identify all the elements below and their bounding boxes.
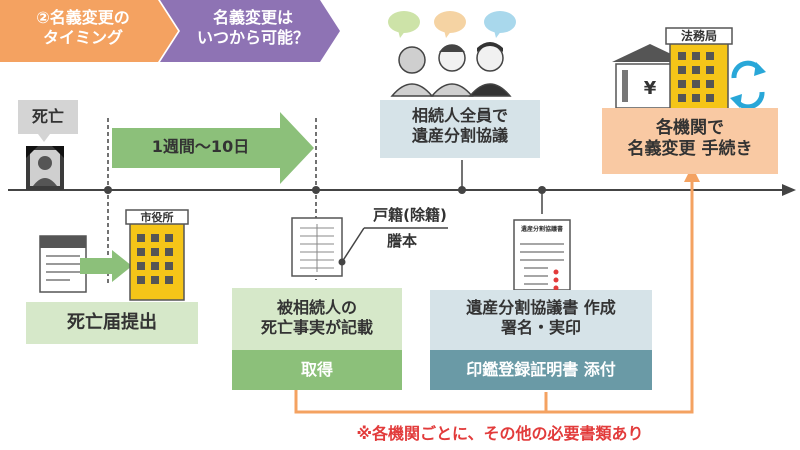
header-tabs bbox=[0, 0, 340, 62]
speech-bubble-1 bbox=[388, 11, 420, 33]
register-callout bbox=[341, 227, 365, 263]
seal-cert-box: 印鑑登録証明書 添付 bbox=[430, 350, 652, 390]
portrait-ribbon-right bbox=[52, 146, 64, 158]
death-label-pointer bbox=[38, 134, 50, 142]
tab-when-line2: いつから可能？ bbox=[196, 28, 309, 47]
death-label-box bbox=[18, 100, 78, 134]
register-label: 戸籍(除籍) bbox=[362, 206, 458, 225]
register-label-2: 謄本 bbox=[372, 232, 432, 251]
process-path bbox=[294, 180, 694, 414]
heirs-box: 相続人全員で 遺産分割協議 bbox=[380, 100, 540, 158]
transfer-line1: 各機関で bbox=[656, 118, 724, 138]
agreement-line2: 署名・実印 bbox=[500, 318, 581, 337]
speech-bubble-2 bbox=[434, 11, 466, 33]
heirs-line2: 遺産分割協議 bbox=[411, 126, 508, 145]
tab-timing-label: ②名義変更の タイミング bbox=[8, 8, 158, 48]
heir-person-1-icon bbox=[390, 46, 434, 97]
speech-bubble-3 bbox=[484, 11, 516, 33]
register-line2: 謄本 bbox=[386, 232, 417, 250]
portrait-shoulders bbox=[33, 178, 57, 186]
tab-timing-shape bbox=[0, 0, 178, 62]
acquire-box: 取得 bbox=[232, 350, 402, 390]
tab-timing-line1: ②名義変更の bbox=[36, 8, 130, 27]
agreement-document bbox=[513, 219, 571, 291]
portrait-head bbox=[38, 156, 52, 170]
tab-when-label: 名義変更は いつから可能？ bbox=[178, 8, 328, 48]
process-arrowhead bbox=[684, 166, 700, 182]
death-notice-box: 死亡届提出 bbox=[26, 302, 198, 344]
tab-when-shape bbox=[160, 0, 340, 62]
death-fact-line1: 被相続人の bbox=[276, 298, 357, 317]
heir-person-2-icon bbox=[430, 44, 474, 97]
svg-text:¥: ¥ bbox=[644, 78, 657, 99]
transfer-box: 各機関で 名義変更 手続き bbox=[602, 108, 778, 174]
death-fact-box: 被相続人の 死亡事実が記載 bbox=[232, 288, 402, 350]
agreement-doc-title: 遺産分割協議書 bbox=[520, 226, 563, 233]
timeline-arrowhead bbox=[782, 184, 796, 196]
legal-bureau-sign: 法務局 bbox=[680, 29, 717, 43]
tab-when-line1: 名義変更は bbox=[212, 8, 293, 27]
heirs-line1: 相続人全員で bbox=[411, 106, 508, 125]
transfer-line2: 名義変更 手続き bbox=[627, 139, 753, 160]
acquire-label: 取得 bbox=[300, 360, 333, 379]
city-hall-sign: 市役所 bbox=[140, 211, 174, 224]
death-fact-line2: 死亡事実が記載 bbox=[260, 318, 373, 337]
register-line1: 戸籍(除籍) bbox=[373, 206, 447, 224]
death-notice-doc-header bbox=[40, 236, 86, 248]
portrait-ribbon bbox=[26, 146, 38, 158]
period-label: 1週間〜10日 bbox=[151, 137, 250, 156]
heir-person-3-icon bbox=[468, 42, 512, 97]
death-notice-label: 死亡届提出 bbox=[67, 312, 157, 333]
submit-arrow bbox=[80, 250, 132, 282]
death-label: 死亡 bbox=[31, 107, 64, 126]
agreement-line1: 遺産分割協議書 作成 bbox=[466, 298, 616, 317]
tab-timing-line2: タイミング bbox=[42, 28, 123, 47]
period-arrow bbox=[112, 112, 314, 184]
agreement-box: 遺産分割協議書 作成 署名・実印 bbox=[430, 290, 652, 350]
seal-cert-label: 印鑑登録証明書 添付 bbox=[466, 360, 616, 379]
footnote: ※各機関ごとに、その他の必要書類あり bbox=[356, 424, 644, 443]
city-hall-building bbox=[129, 221, 185, 301]
